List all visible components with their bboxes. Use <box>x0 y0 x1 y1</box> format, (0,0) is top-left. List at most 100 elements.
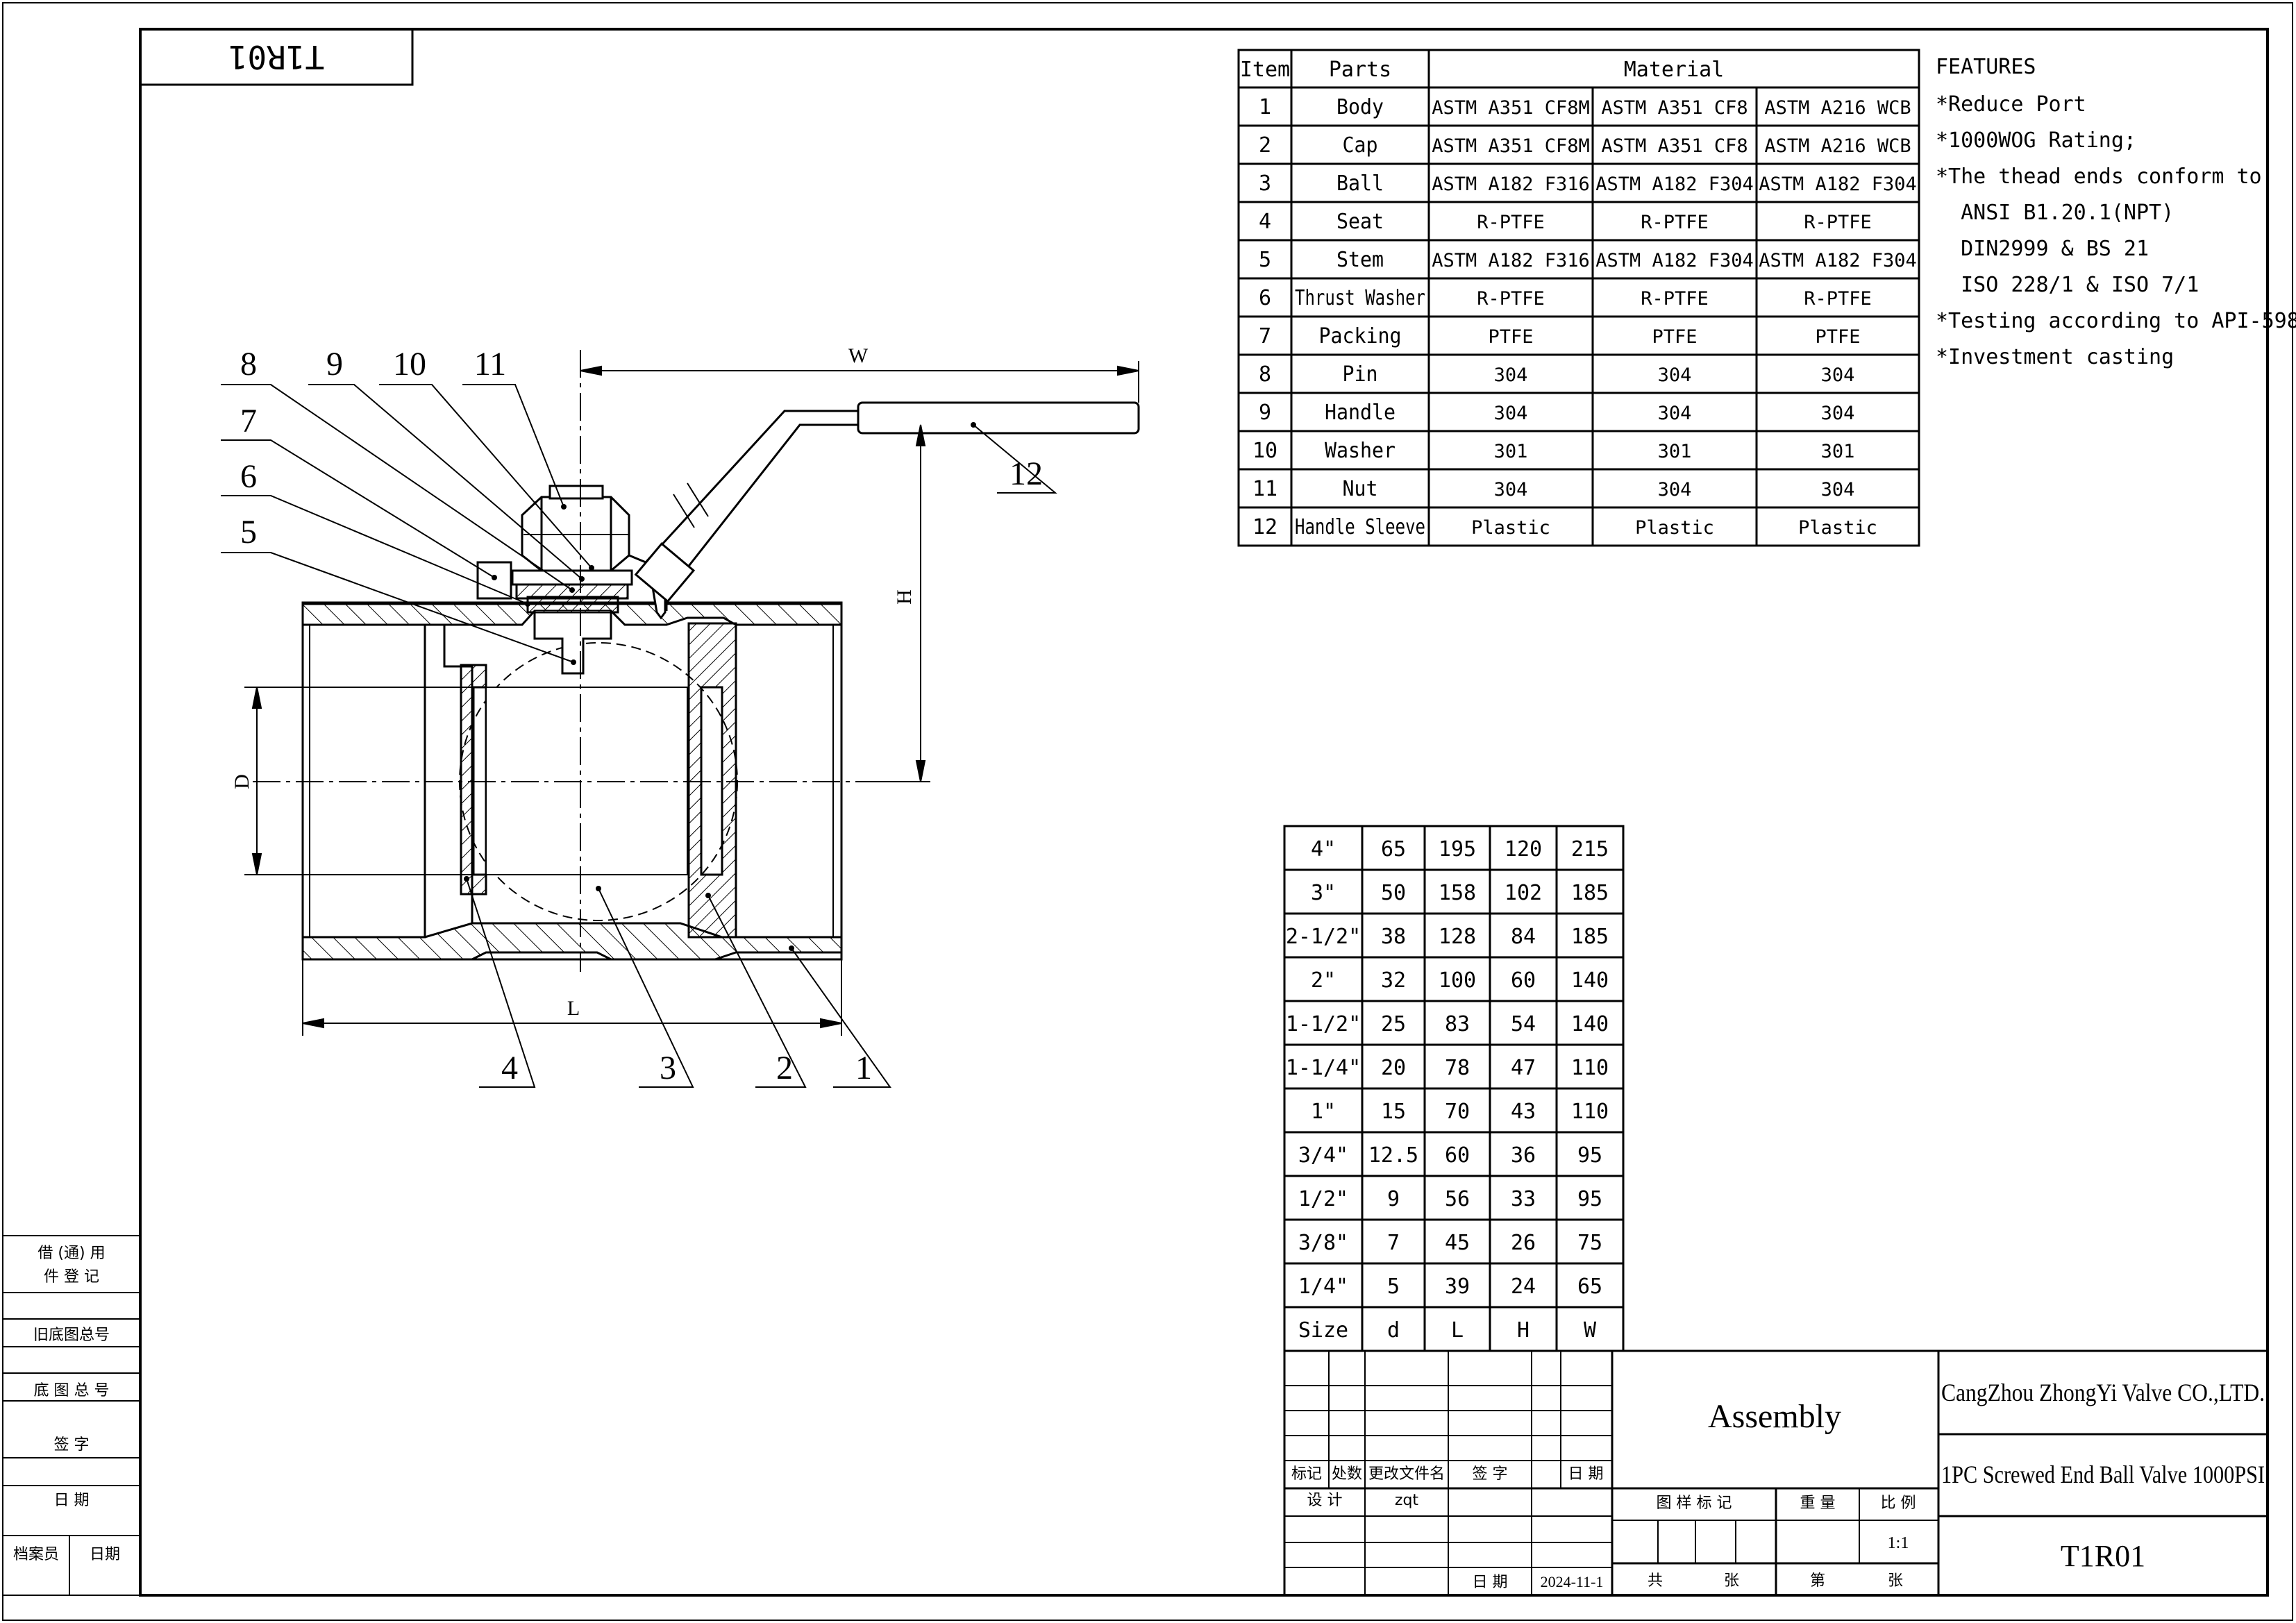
parts-cell: 304 <box>1821 403 1855 424</box>
parts-cell: Ball <box>1336 171 1384 196</box>
strip-label-drawing-no: 底 图 总 号 <box>34 1382 110 1399</box>
handle-sleeve-end <box>634 542 696 603</box>
handle-sleeve <box>857 401 1140 435</box>
balloon-4: 4 <box>501 1050 518 1086</box>
size-cell: 45 <box>1445 1231 1470 1255</box>
size-cell: 54 <box>1511 1012 1536 1036</box>
feature-line-3: *The thead ends conform to <box>1936 165 2262 189</box>
rev-header-mark: 标记 <box>1291 1465 1322 1483</box>
parts-cell: 301 <box>1494 441 1528 462</box>
size-cell: 32 <box>1381 968 1406 993</box>
parts-cell: Plastic <box>1798 517 1877 539</box>
parts-cell: 6 <box>1259 286 1271 310</box>
date-label: 日 期 <box>1473 1574 1508 1591</box>
balloon-2: 2 <box>776 1050 793 1086</box>
feature-line-2: *1000WOG Rating; <box>1936 128 2136 153</box>
balloon-9: 9 <box>326 346 343 382</box>
size-cell: 60 <box>1445 1143 1470 1168</box>
parts-cell: Packing <box>1319 324 1402 348</box>
size-cell: 15 <box>1381 1100 1406 1124</box>
size-cell: 128 <box>1439 925 1476 949</box>
size-header-cell: d <box>1387 1318 1400 1343</box>
parts-cell: 8 <box>1259 362 1271 387</box>
design-label: 设 计 <box>1307 1492 1343 1509</box>
size-cell: 140 <box>1571 968 1609 993</box>
size-cell: 110 <box>1571 1056 1609 1080</box>
size-cell: 1" <box>1311 1100 1336 1124</box>
dimension-h-label: H <box>893 589 916 605</box>
parts-cell: ASTM A182 F304 <box>1595 250 1754 271</box>
size-cell: 20 <box>1381 1056 1406 1080</box>
parts-cell: 304 <box>1494 479 1528 501</box>
parts-table-row-lines <box>1239 86 1919 509</box>
code-stamp: T1R01 <box>139 28 414 86</box>
parts-cell: 1 <box>1259 95 1271 119</box>
size-cell: 7 <box>1387 1231 1400 1255</box>
size-cell: 185 <box>1571 881 1609 905</box>
size-cell: 95 <box>1577 1187 1602 1211</box>
size-cell: 65 <box>1577 1275 1602 1299</box>
parts-cell: R-PTFE <box>1477 288 1545 310</box>
parts-cell: ASTM A216 WCB <box>1764 135 1911 157</box>
feature-line-8: *Investment casting <box>1936 345 2174 369</box>
parts-cell: Seat <box>1336 210 1384 234</box>
size-cell: 158 <box>1439 881 1476 905</box>
dimension-l-label: L <box>567 997 580 1020</box>
parts-cell: Thrust Washer <box>1295 286 1425 310</box>
size-cell: 215 <box>1571 837 1609 861</box>
size-cell: 36 <box>1511 1143 1536 1168</box>
size-cell: 3" <box>1311 881 1336 905</box>
parts-cell: 301 <box>1658 441 1692 462</box>
size-cell: 26 <box>1511 1231 1536 1255</box>
size-cell: 9 <box>1387 1187 1400 1211</box>
balloon-12: 12 <box>1009 455 1043 492</box>
parts-cell: 304 <box>1821 364 1855 386</box>
rev-header-sign: 签 字 <box>1473 1465 1508 1483</box>
size-cell: 3/4" <box>1298 1143 1348 1168</box>
strip-label-archivist: 档案员 <box>13 1546 59 1563</box>
size-cell: 33 <box>1511 1187 1536 1211</box>
parts-cell: ASTM A182 F316 <box>1432 174 1590 195</box>
size-cell: 1/4" <box>1298 1275 1348 1299</box>
parts-cell: Plastic <box>1471 517 1550 539</box>
leader-dots <box>464 422 976 951</box>
scale-value: 1:1 <box>1888 1534 1909 1552</box>
washer <box>511 569 633 586</box>
parts-cell: 12 <box>1252 515 1277 539</box>
parts-cell: Stem <box>1336 248 1384 272</box>
balloon-8: 8 <box>240 346 257 382</box>
total-sheets-suffix: 张 <box>1724 1572 1739 1590</box>
parts-cell: ASTM A351 CF8 <box>1601 135 1748 157</box>
parts-cell: R-PTFE <box>1641 288 1709 310</box>
size-cell: 3/8" <box>1298 1231 1348 1255</box>
size-header-cell: L <box>1451 1318 1464 1343</box>
dimension-d-label: D <box>231 774 253 789</box>
parts-header-material: Material <box>1624 58 1725 82</box>
parts-cell: 3 <box>1259 171 1271 196</box>
parts-cell: Plastic <box>1635 517 1714 539</box>
title-block-text: 标记 处数 更改文件名 签 字 日 期 设 计 zqt 日 期 2024-11-… <box>1291 1379 2265 1591</box>
parts-cell: PTFE <box>1815 326 1860 348</box>
rev-header-count: 处数 <box>1332 1465 1362 1483</box>
size-cell: 1/2" <box>1298 1187 1348 1211</box>
parts-cell: R-PTFE <box>1804 212 1872 233</box>
size-cell: 83 <box>1445 1012 1470 1036</box>
body-lower-wall <box>301 922 843 961</box>
size-cell: 102 <box>1505 881 1542 905</box>
strip-label-signature: 签 字 <box>54 1436 90 1454</box>
parts-table-header: Item Parts Material <box>1240 58 1724 82</box>
parts-header-parts: Parts <box>1329 58 1391 82</box>
parts-cell: Body <box>1336 95 1384 119</box>
parts-cell: Nut <box>1343 477 1378 501</box>
parts-cell: Cap <box>1343 133 1378 158</box>
parts-cell: Washer <box>1325 439 1396 463</box>
parts-cell: ASTM A351 CF8M <box>1432 135 1590 157</box>
balloon-6: 6 <box>240 458 257 495</box>
rev-header-date: 日 期 <box>1568 1465 1604 1483</box>
features-block: FEATURES *Reduce Port *1000WOG Rating; *… <box>1936 55 2296 369</box>
size-cell: 39 <box>1445 1275 1470 1299</box>
feature-line-7: *Testing according to API-598 <box>1936 309 2296 333</box>
code-stamp-text: T1R01 <box>228 38 324 76</box>
